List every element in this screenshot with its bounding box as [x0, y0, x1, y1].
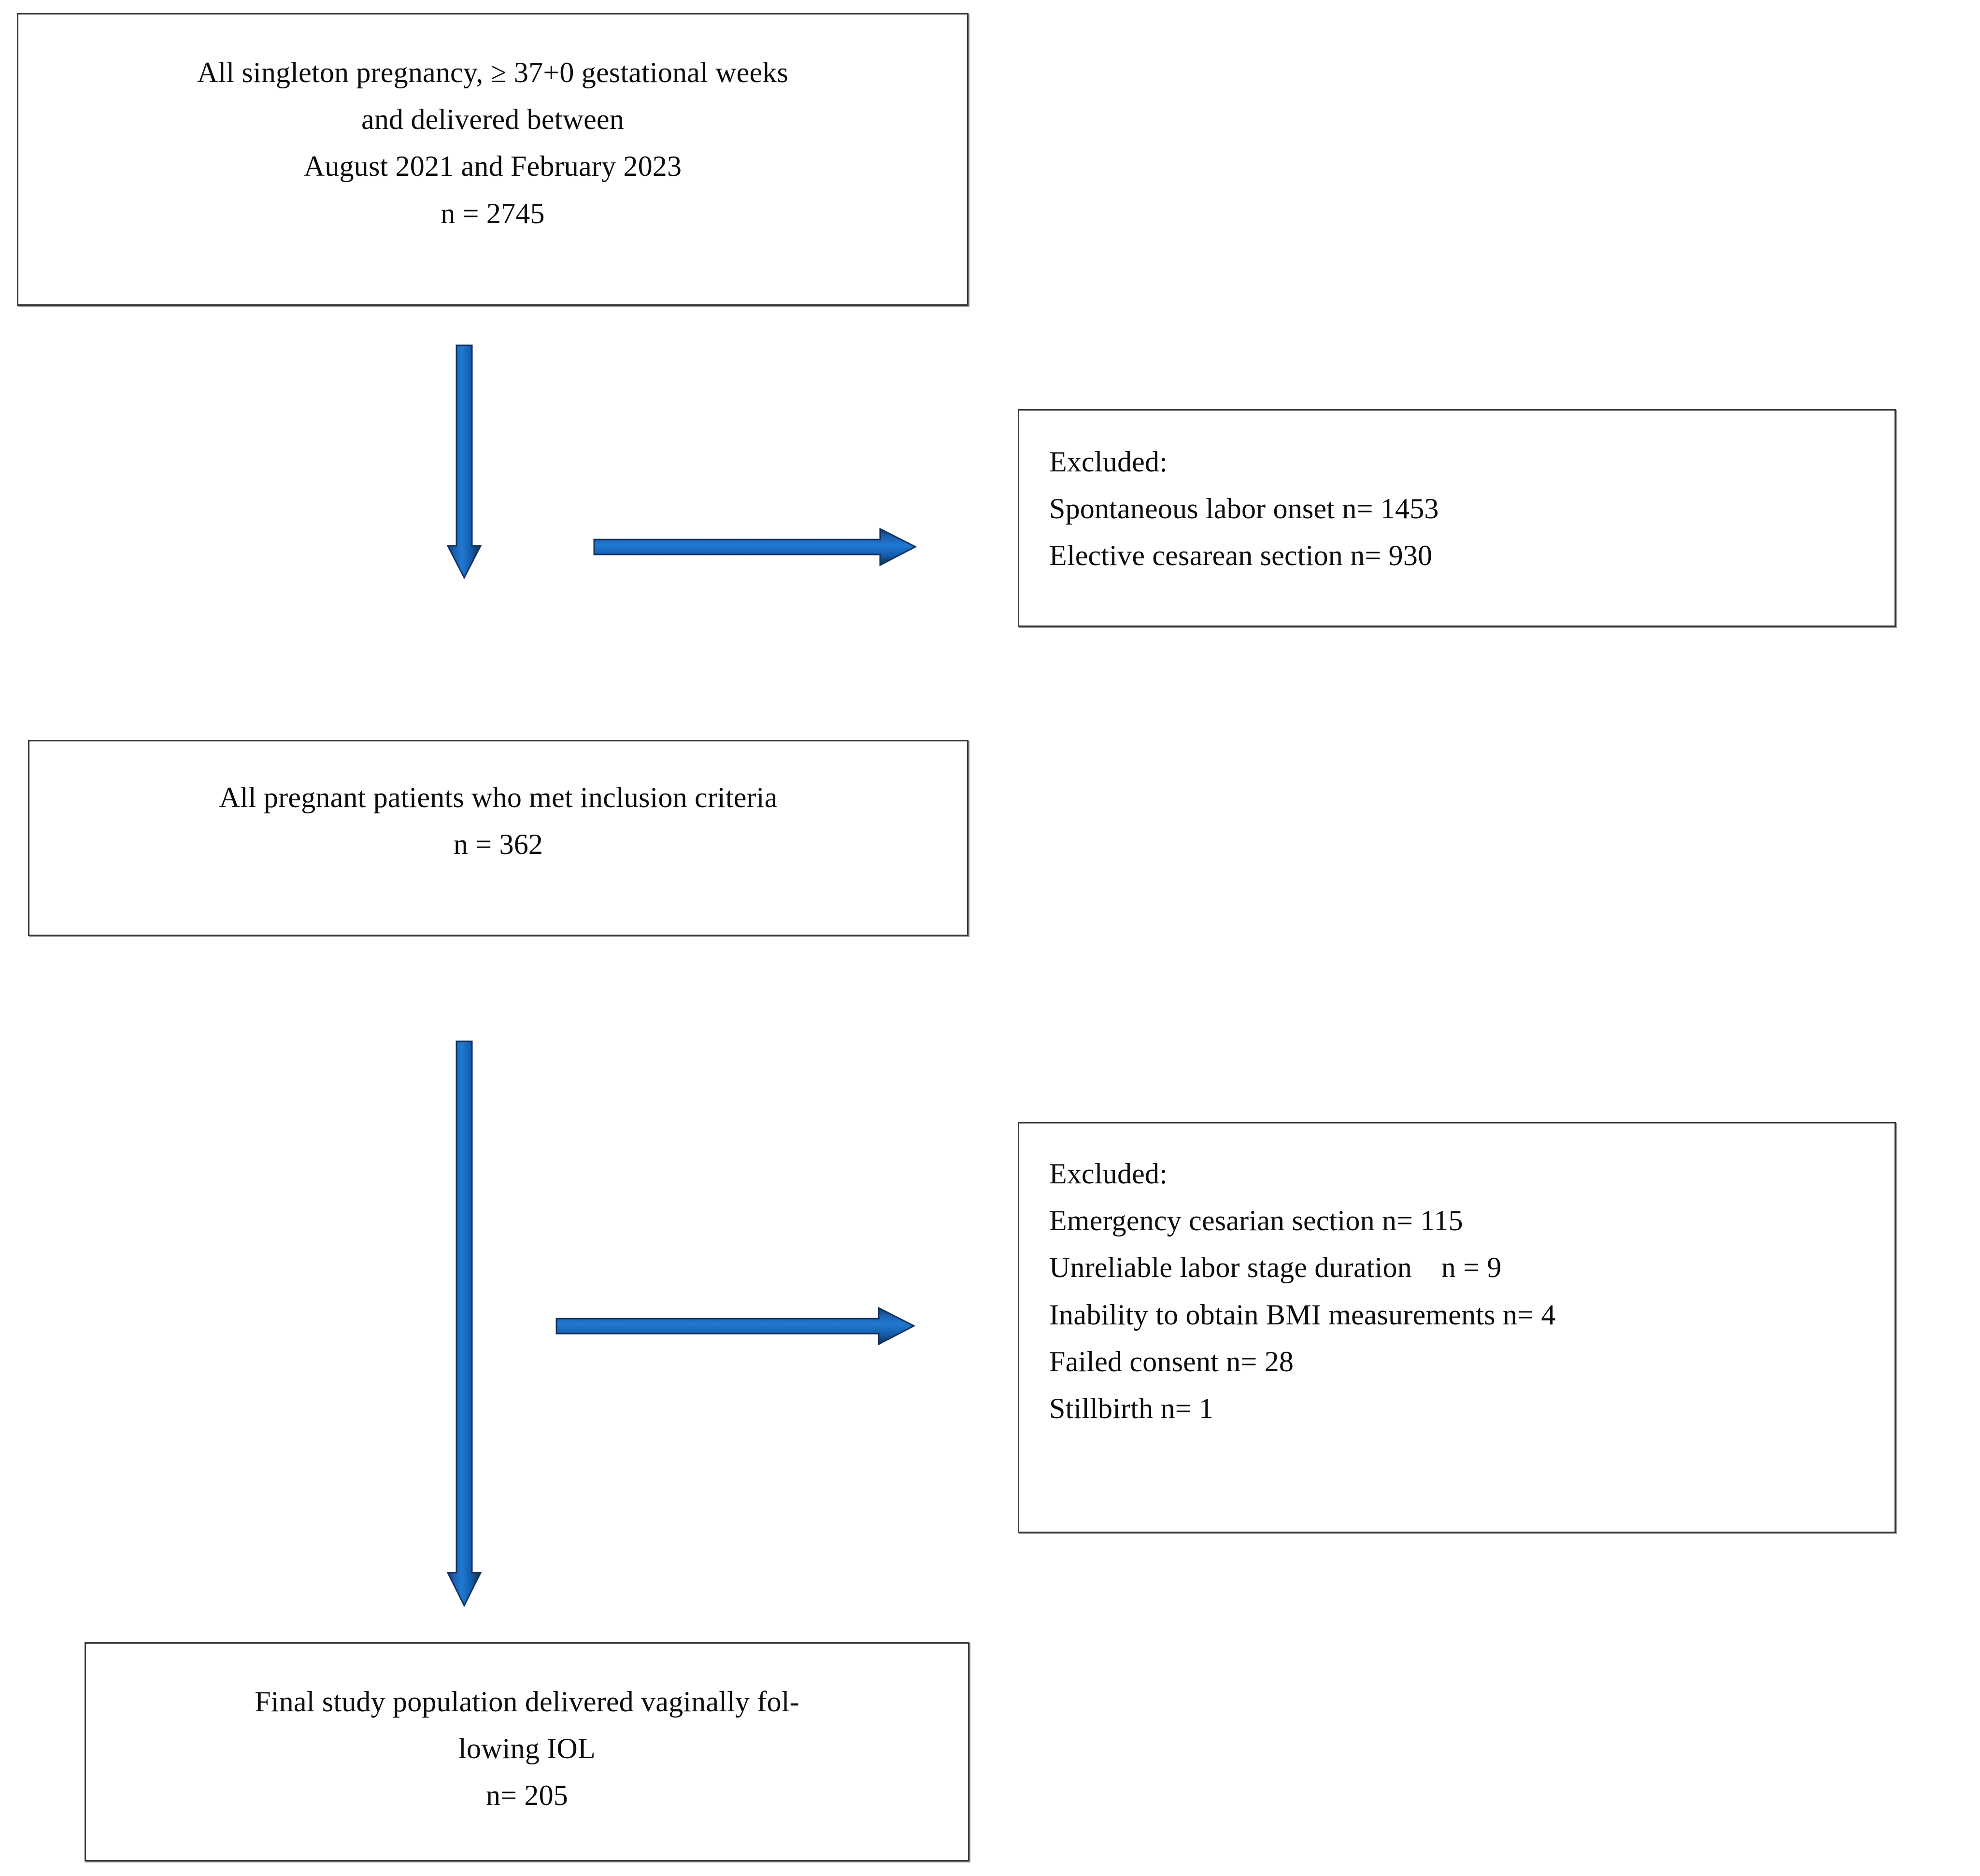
- node-box-final-population: Final study population delivered vaginal…: [85, 1642, 969, 1862]
- excluded-1-item-elective-cesarean-section: Elective cesarean section n= 930: [1049, 540, 1433, 572]
- arrow-cohort-to-included: [446, 344, 482, 580]
- included-line-1: All pregnant patients who met inclusion …: [219, 782, 778, 813]
- included-text-block: All pregnant patients who met inclusion …: [29, 774, 967, 868]
- final-text-block: Final study population delivered vaginal…: [86, 1678, 968, 1819]
- excluded-1-item-spontaneous-labor-onset: Spontaneous labor onset n= 1453: [1049, 493, 1439, 525]
- excluded-2-item-inability-to-obtain-bmi: Inability to obtain BMI measurements n= …: [1049, 1298, 1556, 1331]
- cohort-line-1: All singleton pregnancy, ≥ 37+0 gestatio…: [197, 57, 789, 88]
- arrow-included-to-final: [446, 1040, 482, 1607]
- included-count: n = 362: [453, 828, 543, 861]
- final-count: n= 205: [485, 1779, 569, 1812]
- node-box-excluded-1: Excluded: Spontaneous labor onset n= 145…: [1018, 409, 1896, 627]
- excluded-2-item-unreliable-labor-stage-duration: Unreliable labor stage duration n = 9: [1049, 1251, 1502, 1284]
- excluded-2-item-failed-consent: Failed consent n= 28: [1049, 1345, 1294, 1378]
- cohort-line-3: August 2021 and February 2023: [303, 150, 682, 183]
- node-box-cohort: All singleton pregnancy, ≥ 37+0 gestatio…: [17, 13, 969, 306]
- arrow-included-to-excluded-2: [556, 1307, 916, 1346]
- node-box-included: All pregnant patients who met inclusion …: [28, 740, 969, 936]
- cohort-count: n = 2745: [441, 197, 545, 229]
- arrow-cohort-to-excluded-1: [593, 527, 917, 567]
- node-box-excluded-2: Excluded: Emergency cesarian section n= …: [1018, 1122, 1896, 1533]
- final-line-2: lowing IOL: [458, 1733, 596, 1765]
- excluded-1-heading: Excluded:: [1049, 446, 1168, 478]
- excluded-2-item-stillbirth: Stillbirth n= 1: [1049, 1392, 1214, 1424]
- cohort-text-block: All singleton pregnancy, ≥ 37+0 gestatio…: [18, 49, 967, 237]
- excluded-2-item-emergency-cesarian-section: Emergency cesarian section n= 115: [1049, 1205, 1463, 1237]
- excluded-2-text-block: Excluded: Emergency cesarian section n= …: [1019, 1151, 1895, 1432]
- cohort-line-2: and delivered between: [361, 103, 624, 136]
- excluded-2-heading: Excluded:: [1049, 1158, 1168, 1190]
- final-line-1: Final study population delivered vaginal…: [255, 1686, 799, 1718]
- excluded-1-text-block: Excluded: Spontaneous labor onset n= 145…: [1019, 439, 1895, 580]
